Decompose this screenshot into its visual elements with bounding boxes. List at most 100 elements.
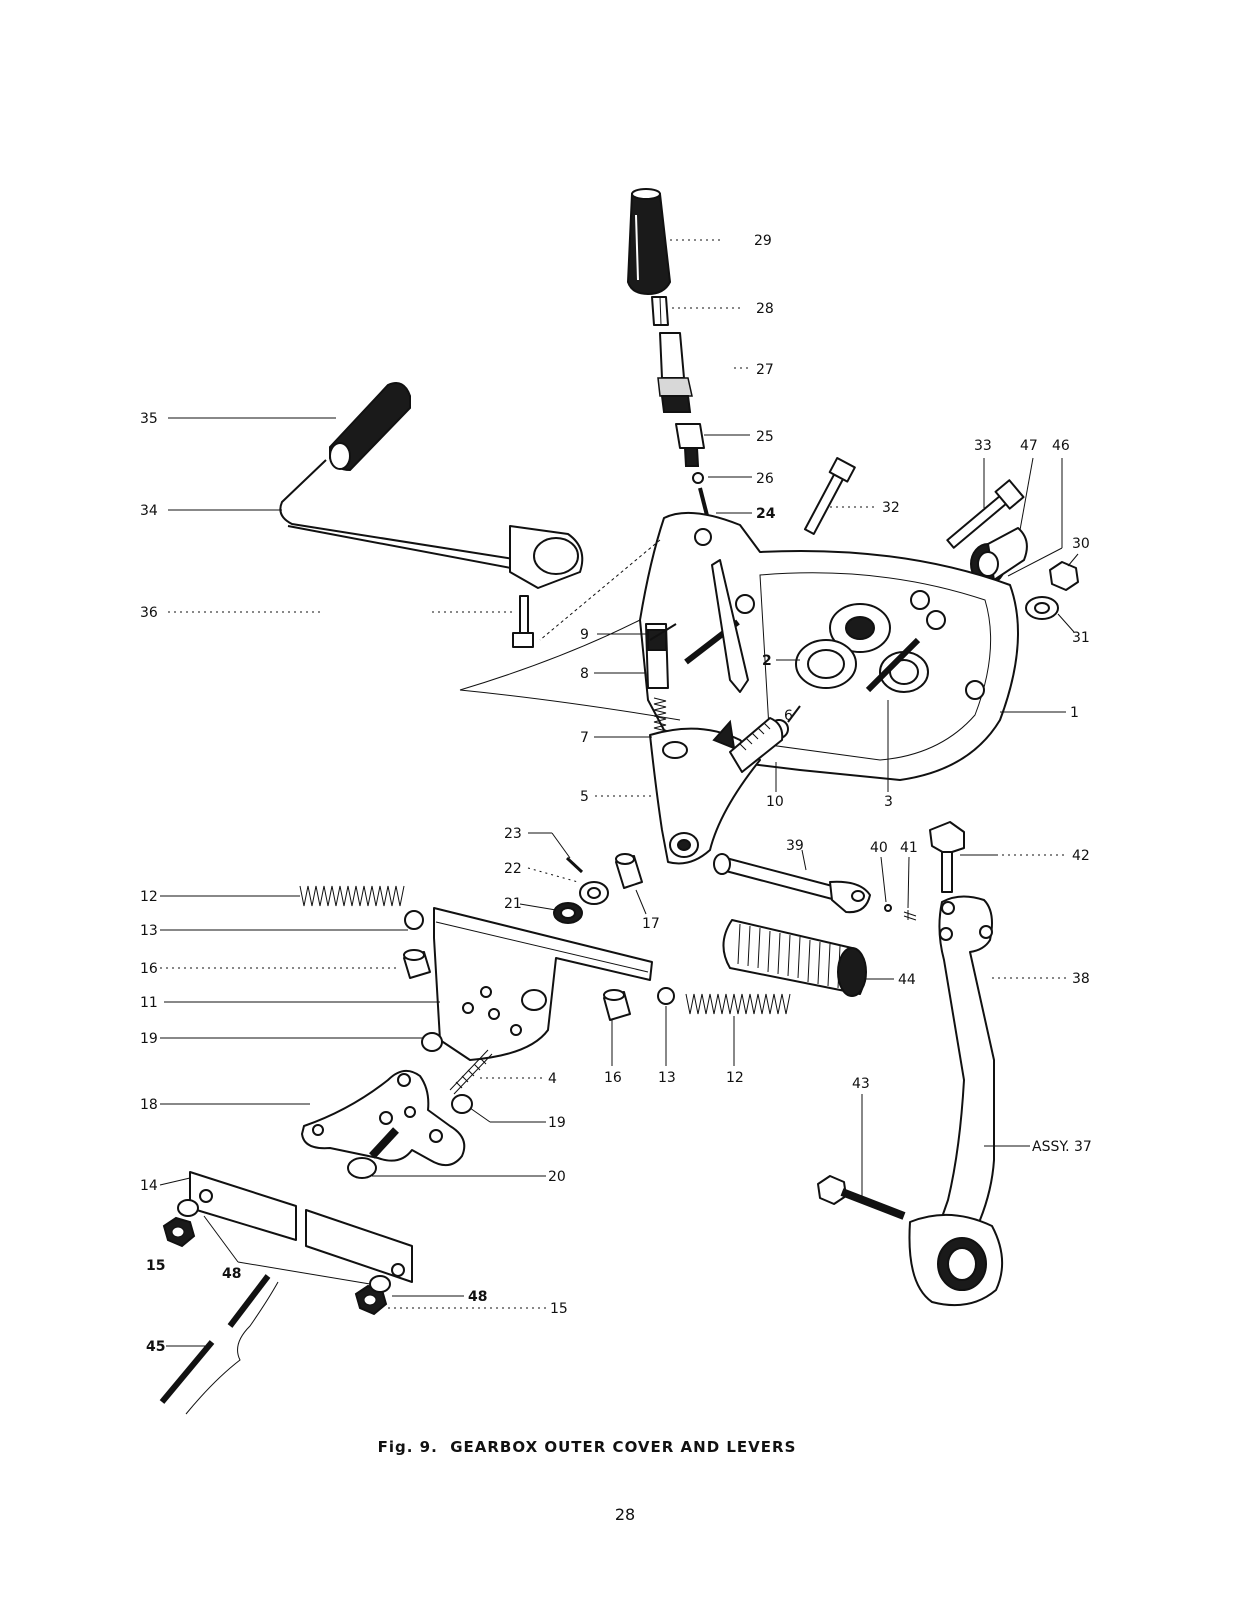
pivot-pin-39 xyxy=(713,853,871,914)
selector-plate-11 xyxy=(433,907,653,1061)
label-48-left: 48 xyxy=(222,1266,241,1282)
kickstart-rubber xyxy=(329,382,411,472)
bush-16-left xyxy=(403,949,431,979)
dowel-45-lower xyxy=(159,1340,215,1404)
label-47: 47 xyxy=(1020,438,1038,454)
collet-part xyxy=(651,296,669,326)
split-pin-23 xyxy=(565,856,584,874)
label-4: 4 xyxy=(548,1071,557,1087)
page-number: 28 xyxy=(615,1505,635,1524)
plunger-13-left xyxy=(404,910,424,930)
label-7: 7 xyxy=(580,730,589,746)
label-25: 25 xyxy=(756,429,774,445)
label-8: 8 xyxy=(580,666,589,682)
roller-19-upper xyxy=(421,1032,443,1052)
figure-caption: Fig. 9. GEARBOX OUTER COVER AND LEVERS xyxy=(378,1438,797,1456)
callout-labels: 29 28 27 25 26 24 32 33 47 46 30 31 35 3… xyxy=(140,233,1092,1355)
label-13-right: 13 xyxy=(658,1070,676,1086)
label-29: 29 xyxy=(754,233,772,249)
label-16-left: 16 xyxy=(140,961,158,977)
label-19-lower: 19 xyxy=(548,1115,566,1131)
label-13-left: 13 xyxy=(140,923,158,939)
nut-15-left xyxy=(162,1216,196,1248)
label-33: 33 xyxy=(974,438,992,454)
washer-31 xyxy=(1025,596,1059,620)
spring-12-right xyxy=(685,993,791,1015)
footrest-rubber-44 xyxy=(722,919,867,997)
label-16-right: 16 xyxy=(604,1070,622,1086)
label-39: 39 xyxy=(786,838,804,854)
label-36: 36 xyxy=(140,605,158,621)
washer-48-left xyxy=(177,1199,199,1217)
gear-pedal-assembly-37 xyxy=(908,895,1004,1307)
bush-17 xyxy=(615,853,643,889)
label-20: 20 xyxy=(548,1169,566,1185)
ball-40 xyxy=(884,904,892,912)
label-14: 14 xyxy=(140,1178,158,1194)
washer-48-right xyxy=(369,1275,391,1293)
spring-21 xyxy=(553,902,583,924)
label-12-right: 12 xyxy=(726,1070,744,1086)
lever-upper-shaft xyxy=(657,332,693,413)
label-1: 1 xyxy=(1070,705,1079,721)
label-32: 32 xyxy=(882,500,900,516)
label-19-upper: 19 xyxy=(140,1031,158,1047)
label-26: 26 xyxy=(756,471,774,487)
roller-19-lower xyxy=(451,1094,473,1114)
pin-41 xyxy=(903,910,917,921)
label-31: 31 xyxy=(1072,630,1090,646)
label-12-left: 12 xyxy=(140,889,158,905)
label-35: 35 xyxy=(140,411,158,427)
label-48-right: 48 xyxy=(468,1289,487,1305)
label-6: 6 xyxy=(784,708,793,724)
label-27: 27 xyxy=(756,362,774,378)
label-11: 11 xyxy=(140,995,158,1011)
label-28: 28 xyxy=(756,301,774,317)
label-18: 18 xyxy=(140,1097,158,1113)
label-assy-37: ASSY. 37 xyxy=(1032,1139,1092,1155)
stud-4 xyxy=(449,1049,493,1095)
label-30: 30 xyxy=(1072,536,1090,552)
label-34: 34 xyxy=(140,503,158,519)
label-2: 2 xyxy=(762,653,772,669)
gear-lever-knob xyxy=(626,188,672,296)
bolt-32 xyxy=(803,457,856,535)
ferrule-part xyxy=(675,423,705,467)
pinch-bolt-36 xyxy=(512,595,534,648)
quadrant-5 xyxy=(649,719,761,865)
cover-edge-fragment xyxy=(185,1281,279,1415)
plunger-13-right xyxy=(657,987,675,1005)
label-43: 43 xyxy=(852,1076,870,1092)
pin-9 xyxy=(649,623,677,641)
cam-plate-18 xyxy=(301,1069,466,1167)
label-3: 3 xyxy=(884,794,893,810)
leader-lines xyxy=(159,239,1079,1347)
gearbox-outer-cover xyxy=(459,511,1019,781)
label-10: 10 xyxy=(766,794,784,810)
label-22: 22 xyxy=(504,861,522,877)
label-38: 38 xyxy=(1072,971,1090,987)
label-45: 45 xyxy=(146,1339,165,1355)
label-46: 46 xyxy=(1052,438,1070,454)
label-44: 44 xyxy=(898,972,916,988)
nut-30 xyxy=(1049,561,1079,591)
spring-7 xyxy=(653,697,667,732)
bolt-43 xyxy=(817,1175,906,1220)
label-15-right: 15 xyxy=(550,1301,568,1317)
pivot-20 xyxy=(347,1127,399,1179)
label-21: 21 xyxy=(504,896,522,912)
bush-16-right xyxy=(603,989,631,1021)
nut-15-right xyxy=(354,1284,388,1316)
washer-22 xyxy=(579,881,609,905)
pin-6 xyxy=(787,705,801,723)
label-42: 42 xyxy=(1072,848,1090,864)
spring-12-left xyxy=(299,885,405,907)
label-23: 23 xyxy=(504,826,522,842)
spindle-10 xyxy=(729,717,784,773)
bolt-42 xyxy=(929,821,965,893)
kickstart-lever xyxy=(279,459,584,589)
bolt-33 xyxy=(946,479,1025,549)
label-40: 40 xyxy=(870,840,888,856)
plunger-8 xyxy=(645,623,669,689)
ball-part xyxy=(692,472,704,484)
